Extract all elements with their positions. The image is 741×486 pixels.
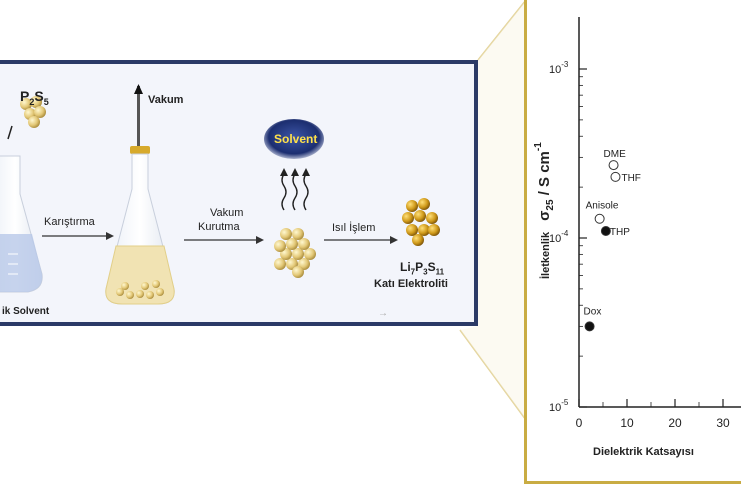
data-point	[610, 171, 621, 182]
point-label: Anisole	[586, 201, 619, 212]
p2s5-cluster	[7, 96, 46, 140]
point-label: Dox	[584, 306, 602, 317]
process-illustration: →	[0, 84, 440, 319]
vacuum-drying-label-1: Vakum	[210, 207, 244, 219]
left-solvent-label: ik Solvent	[2, 306, 50, 317]
data-point	[608, 160, 619, 171]
evaporation-arrows	[281, 173, 309, 211]
mixing-label: Karıştırma	[44, 216, 95, 228]
y-tick-label: 10-4	[549, 229, 569, 245]
y-tick-label: 10-3	[549, 60, 569, 76]
solvent-bubble	[264, 119, 324, 159]
product-cluster	[402, 198, 440, 246]
flask-middle	[105, 84, 175, 305]
vacuum-drying-label-2: Kurutma	[198, 221, 240, 233]
x-tick-label: 0	[576, 416, 583, 430]
dried-powder	[274, 228, 316, 278]
x-tick-label: 20	[668, 416, 682, 430]
vacuum-label: Vakum	[148, 94, 184, 106]
point-label: THF	[621, 173, 640, 184]
heat-treatment-label: Isıl İşlem	[332, 222, 376, 234]
precursor-label: P2S5	[20, 88, 49, 107]
solvent-bubble-label: Solvent	[274, 132, 318, 146]
data-point	[594, 213, 605, 224]
y-tick-label: 10-5	[549, 398, 569, 414]
point-label: DME	[604, 149, 627, 160]
x-tick-label: 30	[716, 416, 730, 430]
x-axis-label: Dielektrik Katsayısı	[593, 446, 694, 458]
data-point	[600, 226, 611, 237]
product-name: Katı Elektroliti	[374, 278, 448, 290]
data-point	[584, 321, 595, 332]
flask-left	[0, 155, 43, 293]
y-axis-label: İletkenlik σ25 / S cm-1	[533, 142, 556, 279]
process-panel: → P2S5 Vakum Karıştırma Vakum Kurutma So…	[0, 60, 478, 326]
svg-text:→: →	[378, 308, 388, 319]
point-label: THP	[610, 227, 630, 238]
product-formula: Li7P3S11	[400, 260, 445, 277]
x-tick-label: 10	[620, 416, 634, 430]
